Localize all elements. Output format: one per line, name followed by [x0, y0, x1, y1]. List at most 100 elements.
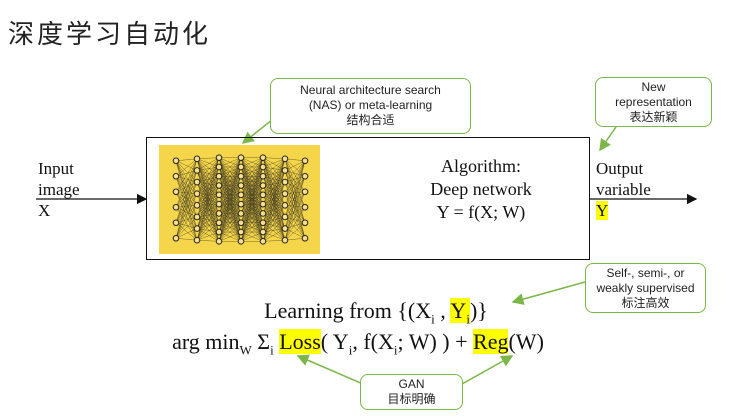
callout-supervision-line3: 标注高效: [621, 296, 670, 310]
network-edge: [175, 158, 198, 177]
learning-prefix: Learning from {(X: [264, 298, 432, 323]
network-edge: [262, 158, 286, 205]
network-node: [193, 213, 201, 221]
network-edge: [175, 181, 198, 192]
network-edge: [284, 176, 306, 241]
network-node: [301, 203, 309, 211]
network-edge: [218, 157, 242, 233]
network-node: [281, 213, 289, 221]
network-node: [215, 210, 223, 217]
network-edge: [262, 182, 286, 242]
network-edge: [284, 191, 306, 194]
network-edge: [196, 157, 220, 229]
network-edge: [240, 204, 264, 242]
network-node: [215, 200, 223, 208]
network-edge: [196, 157, 220, 171]
network-node: [301, 157, 309, 165]
network-edge: [262, 158, 286, 242]
learning-sep: ,: [434, 298, 451, 323]
callout-nas-line2: (NAS) or meta-learning: [308, 98, 433, 112]
network-edge: [218, 194, 242, 242]
network-node: [259, 219, 267, 227]
network-edge: [175, 158, 198, 161]
network-edge: [175, 160, 198, 183]
network-edge: [284, 191, 306, 241]
network-edge: [175, 193, 198, 223]
input-line3: X: [38, 201, 51, 220]
network-edge: [196, 166, 220, 206]
network-edge: [196, 204, 220, 241]
network-edge: [196, 205, 220, 242]
algorithm-text: Algorithm: Deep network Y = f(X; W): [396, 155, 566, 224]
network-edge: [175, 176, 198, 183]
network-node: [237, 163, 245, 171]
network-edge: [240, 157, 264, 233]
network-edge: [262, 166, 286, 194]
network-edge: [240, 157, 264, 195]
network-edge: [240, 213, 264, 242]
network-edge: [262, 157, 286, 183]
network-edge: [196, 185, 220, 241]
network-edge: [218, 231, 242, 242]
network-node: [281, 190, 289, 197]
network-node: [237, 219, 245, 227]
network-edge: [175, 160, 198, 171]
network-edge: [240, 157, 264, 205]
network-node: [259, 200, 267, 208]
network-node: [215, 172, 223, 180]
learning-suffix: )}: [469, 298, 488, 323]
network-edge: [196, 185, 220, 229]
network-node: [237, 238, 245, 245]
network-edge: [240, 222, 264, 242]
network-edge: [284, 191, 306, 206]
network-node: [237, 210, 245, 217]
network-node: [259, 154, 267, 161]
network-edge: [175, 205, 198, 223]
callout-repr-line1: New: [641, 80, 666, 94]
network-edge: [218, 157, 242, 195]
network-edge: [284, 228, 306, 239]
network-edge: [284, 222, 306, 241]
network-edge: [284, 160, 306, 206]
network-node: [215, 191, 223, 199]
network-node: [281, 167, 289, 174]
network-node: [237, 182, 245, 189]
objective-args3: ; W) ) +: [397, 329, 474, 354]
objective-args1: ( Y: [320, 329, 349, 354]
network-edge: [218, 157, 242, 214]
network-edge: [240, 157, 264, 214]
network-edge: [196, 166, 220, 229]
network-edge: [196, 194, 220, 218]
network-edge: [284, 160, 306, 194]
page-title: 深度学习自动化: [8, 20, 212, 50]
output-line2: variable: [596, 180, 651, 199]
network-edge: [175, 228, 198, 239]
network-edge: [262, 181, 286, 223]
network-edge: [175, 158, 198, 192]
network-edge: [240, 231, 264, 242]
network-edge: [262, 158, 286, 177]
network-node: [259, 238, 267, 245]
network-edge: [284, 205, 306, 239]
network-node: [215, 154, 223, 161]
objective-args2: , f(X: [352, 329, 394, 354]
network-node: [281, 236, 289, 244]
network-edge: [284, 181, 306, 192]
callout-representation: New representation 表达新颖: [595, 77, 712, 127]
network-edge: [284, 238, 306, 241]
network-edge: [284, 176, 306, 229]
network-edge: [175, 216, 198, 223]
network-edge: [218, 157, 242, 177]
network-node: [301, 172, 309, 180]
gan-pointer-reg: [461, 355, 514, 385]
network-edge: [196, 203, 220, 206]
network-edge: [262, 193, 286, 205]
network-edge: [175, 205, 198, 208]
gan-pointer-loss: [296, 354, 364, 385]
network-edge: [284, 216, 306, 223]
network-edge: [240, 157, 264, 242]
network-edge: [262, 205, 286, 242]
learning-y: Y: [450, 298, 467, 323]
objective-args2-sub: i: [393, 342, 398, 358]
network-edge: [284, 205, 306, 223]
